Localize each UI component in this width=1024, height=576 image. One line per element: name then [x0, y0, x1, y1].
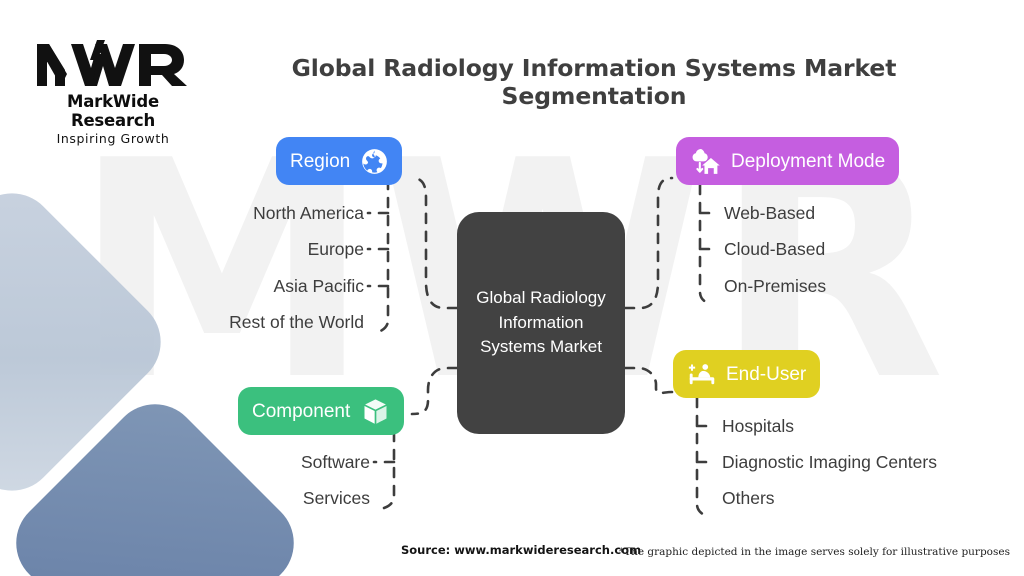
mwr-logo-icon	[37, 40, 187, 86]
connector-center-deployment	[623, 176, 674, 310]
brand-tagline: Inspiring Growth	[56, 131, 170, 146]
brand-name: MarkWide Research	[67, 92, 159, 130]
leaf-component-services: Services	[302, 488, 370, 508]
leaf-end-user-hospitals: Hospitals	[722, 416, 794, 436]
globe-icon	[361, 148, 388, 175]
branch-pill-deployment-mode[interactable]: Deployment Mode	[676, 137, 900, 185]
source-label: Source: www.markwideresearch.com	[401, 543, 642, 557]
branch-pill-deployment-mode-label: Deployment Mode	[731, 150, 886, 172]
branch-pill-end-user[interactable]: End-User	[673, 350, 821, 398]
cube-icon	[361, 397, 390, 426]
connector-center-component	[410, 366, 459, 416]
leaf-region-north-america: North America	[253, 203, 364, 223]
branch-pill-component-label: Component	[252, 400, 351, 422]
connector-component-spine	[382, 430, 396, 510]
brand-logo: MarkWide Research Inspiring Growth	[24, 32, 202, 146]
leaf-end-user-diagnostic-imaging-centers: Diagnostic Imaging Centers	[722, 452, 937, 472]
center-node: Global Radiology Information Systems Mar…	[457, 212, 625, 434]
leaf-deployment-web-based: Web-Based	[724, 203, 816, 223]
connector-deployment-spine	[698, 183, 712, 306]
branch-pill-end-user-label: End-User	[726, 363, 807, 385]
disclaimer-note: *The graphic depicted in the image serve…	[618, 546, 1010, 558]
leaf-region-europe: Europe	[307, 239, 364, 259]
leaf-deployment-on-premises: On-Premises	[724, 276, 827, 296]
center-node-label: Global Radiology Information Systems Mar…	[476, 288, 606, 357]
branch-pill-region[interactable]: Region	[276, 137, 403, 185]
leaf-deployment-cloud-based: Cloud-Based	[724, 239, 826, 259]
cloud-home-icon	[690, 146, 721, 177]
hospital-bed-icon	[687, 359, 717, 389]
leaf-component-software: Software	[300, 452, 370, 472]
page-title: Global Radiology Information Systems Mar…	[291, 54, 897, 110]
connector-enduser-spine	[695, 396, 709, 518]
branch-pill-component[interactable]: Component	[238, 387, 405, 435]
leaf-region-rest-of-the-world: Rest of the World	[229, 312, 364, 332]
leaf-end-user-others: Others	[722, 488, 775, 508]
leaf-region-asia-pacific: Asia Pacific	[273, 276, 364, 296]
connector-center-enduser	[623, 366, 674, 395]
branch-pill-region-label: Region	[290, 150, 351, 172]
connector-region-spine	[376, 160, 390, 334]
connector-center-region	[410, 176, 459, 310]
